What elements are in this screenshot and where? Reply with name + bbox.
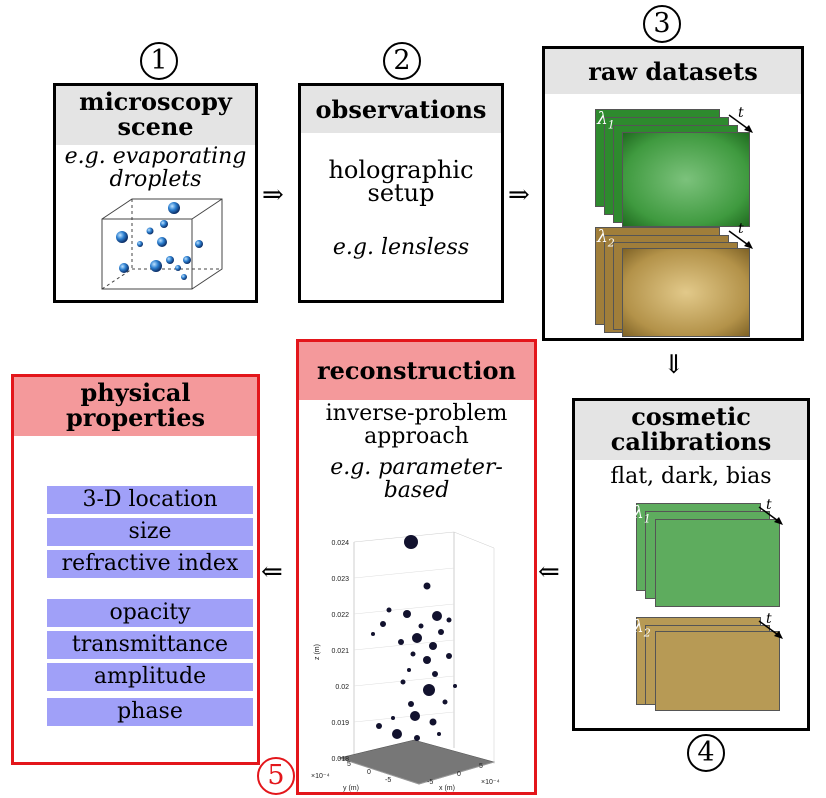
step-1-number: 1 [140, 42, 178, 80]
x-axis-label: x (m) [439, 785, 455, 792]
time-arrow-icon [728, 230, 753, 249]
calibrated-frame-green [655, 519, 780, 607]
cosmetic-calibrations-title: cosmetic calibrations [575, 401, 807, 460]
y-tick: 0 [367, 769, 371, 776]
microscopy-scene-box: microscopy scene e.g. evaporating drople… [53, 83, 258, 303]
lambda-1-label: λ1 [597, 109, 615, 132]
arrow-1-to-2: ⇒ [262, 180, 284, 210]
step-4-number: 4 [687, 734, 725, 772]
time-label-3: t [766, 497, 772, 513]
y-axis-label: y (m) [343, 785, 359, 792]
droplet-cube-illustration [101, 198, 223, 290]
reconstruction-3d-scatter-plot: 0.024 0.023 0.022 0.021 0.02 0.019 0.018… [311, 531, 500, 792]
property-3d-location: 3-D location [47, 486, 253, 514]
z-axis-label: z (m) [314, 644, 321, 660]
reconstruction-title: reconstruction [299, 342, 534, 400]
time-arrow-icon [728, 114, 753, 133]
y-tick: -5 [385, 777, 391, 784]
z-tick: 0.022 [331, 612, 349, 619]
lambda-2-label: λ2 [633, 617, 651, 640]
raw-frame-green [622, 132, 750, 227]
x-tick: 0 [457, 771, 461, 778]
reconstruction-approach: inverse-problem approach [325, 401, 508, 450]
observations-box: observations holographic setup e.g. lens… [298, 83, 504, 303]
time-label-2: t [738, 221, 744, 237]
arrow-4-to-5: ⇐ [538, 557, 560, 587]
x-tick: -5 [427, 779, 433, 786]
y-scale-label: ×10⁻⁴ [311, 773, 330, 780]
z-tick: 0.024 [331, 540, 349, 547]
step-3-number: 3 [643, 5, 681, 43]
microscopy-scene-example: e.g. evaporating droplets [64, 144, 247, 193]
time-label-1: t [738, 105, 744, 121]
cosmetic-calibrations-box: cosmetic calibrations flat, dark, bias λ… [572, 398, 810, 731]
time-arrow-icon [758, 620, 783, 639]
microscopy-scene-title: microscopy scene [56, 86, 255, 145]
time-label-4: t [766, 611, 772, 627]
time-arrow-icon [758, 506, 783, 525]
property-amplitude: amplitude [47, 663, 253, 691]
x-tick: 5 [479, 763, 483, 770]
arrow-2-to-3: ⇒ [508, 180, 530, 210]
z-tick: 0.021 [331, 648, 349, 655]
arrow-3-to-4: ⇓ [663, 350, 685, 380]
observations-setup: holographic setup [328, 156, 474, 207]
arrow-5-to-6: ⇐ [261, 557, 283, 587]
physical-properties-box: physical properties 3-D location size re… [11, 374, 260, 765]
y-tick: 5 [347, 761, 351, 768]
z-tick: 0.02 [335, 684, 349, 691]
step-2-number: 2 [383, 42, 421, 80]
raw-datasets-box: raw datasets λ1 t λ2 t [542, 46, 804, 341]
reconstruction-example: e.g. parameter-based [330, 455, 503, 504]
step-5-number: 5 [257, 757, 295, 795]
observations-example: e.g. lensless [332, 235, 470, 260]
z-tick: 0.023 [331, 576, 349, 583]
property-phase: phase [47, 698, 253, 726]
raw-frame-gold [622, 248, 750, 337]
calibrated-frame-gold [655, 631, 780, 711]
physical-properties-title: physical properties [14, 377, 257, 436]
raw-datasets-title: raw datasets [545, 49, 801, 94]
lambda-2-label: λ2 [597, 227, 615, 250]
property-opacity: opacity [47, 599, 253, 627]
x-scale-label: ×10⁻⁴ [481, 779, 500, 786]
reconstruction-box: reconstruction inverse-problem approach … [296, 339, 537, 795]
z-tick: 0.019 [331, 720, 349, 727]
calibration-types: flat, dark, bias [610, 464, 772, 489]
property-refractive-index: refractive index [47, 550, 253, 578]
observations-title: observations [301, 86, 501, 133]
property-size: size [47, 518, 253, 546]
z-tick: 0.018 [331, 756, 349, 763]
property-transmittance: transmittance [47, 631, 253, 659]
lambda-1-label: λ1 [633, 503, 651, 526]
